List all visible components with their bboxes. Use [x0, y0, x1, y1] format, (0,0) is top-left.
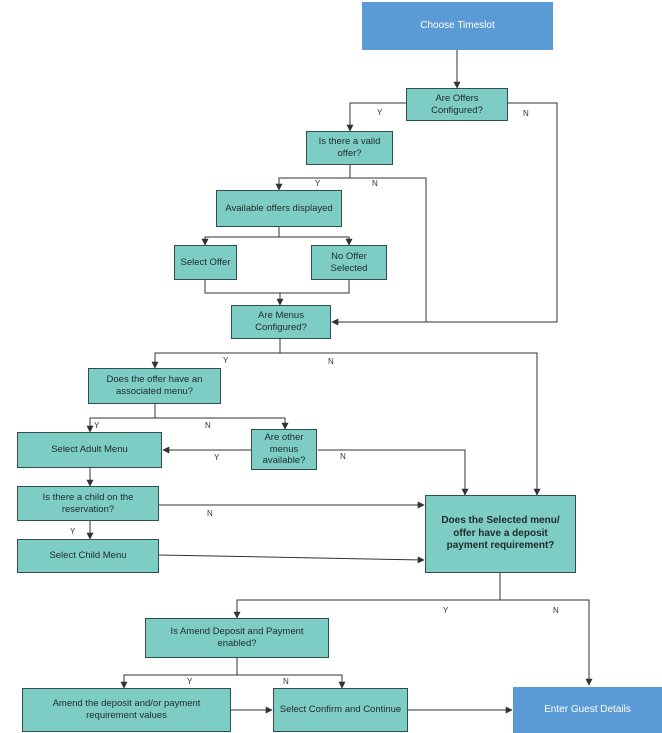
node-deposit-requirement: Does the Selected menu/ offer have a dep…	[425, 495, 576, 573]
label-child-yes: Y	[70, 527, 76, 536]
node-amend-deposit-enabled: Is Amend Deposit and Payment enabled?	[145, 618, 329, 658]
label-offers-yes: Y	[377, 108, 383, 117]
node-no-offer-selected: No Offer Selected	[311, 245, 387, 280]
connector-amend-no	[237, 674, 346, 689]
connector-deposit-yes	[233, 573, 501, 619]
node-select-adult-menu: Select Adult Menu	[17, 432, 162, 468]
label-child-no: N	[207, 509, 213, 518]
label-associated-yes: Y	[94, 421, 100, 430]
node-child-on-reservation: Is there a child on the reservation?	[17, 486, 159, 521]
node-are-offers-configured: Are Offers Configured?	[406, 88, 508, 121]
label-associated-no: N	[205, 421, 211, 430]
connector-nooffer-menus	[280, 280, 350, 294]
node-enter-guest-details: Enter Guest Details	[513, 687, 662, 733]
connector-valid-no	[350, 177, 427, 322]
connector-available-split	[201, 227, 280, 246]
label-other-yes: Y	[214, 453, 220, 462]
node-select-confirm: Select Confirm and Continue	[273, 688, 408, 732]
node-other-menus-available: Are other menus available?	[251, 429, 317, 470]
node-available-offers: Available offers displayed	[216, 190, 342, 227]
label-valid-no: N	[372, 179, 378, 188]
connector-associated-no	[155, 417, 289, 430]
connector-selectoffer-menus	[204, 280, 280, 294]
node-amend-values: Amend the deposit and/or payment require…	[22, 688, 231, 732]
connector-offers-yes	[346, 102, 406, 132]
node-offer-associated-menu: Does the offer have an associated menu?	[88, 368, 221, 404]
label-menus-no: N	[328, 357, 334, 366]
label-amend-yes: Y	[187, 677, 193, 686]
connector-amend-yes	[120, 658, 238, 689]
connector-valid-yes	[275, 165, 351, 191]
connector-menus-no	[280, 352, 541, 496]
connector-deposit-no	[500, 599, 593, 686]
label-amend-no: N	[283, 677, 289, 686]
label-offers-no: N	[523, 109, 529, 118]
connector-offers-no	[331, 102, 558, 326]
node-valid-offer: Is there a valid offer?	[306, 131, 393, 165]
label-menus-yes: Y	[223, 356, 229, 365]
connector-menus-yes	[151, 339, 281, 369]
node-are-menus-configured: Are Menus Configured?	[231, 305, 331, 339]
connector-other-no	[318, 449, 469, 496]
connector-available-nooffer	[279, 236, 353, 246]
node-select-child-menu: Select Child Menu	[17, 539, 159, 573]
node-select-offer: Select Offer	[174, 245, 237, 280]
label-valid-yes: Y	[315, 179, 321, 188]
connector-associated-yes	[86, 404, 156, 433]
connector-childmenu-deposit	[158, 554, 425, 564]
node-choose-timeslot: Choose Timeslot	[362, 2, 553, 50]
label-deposit-no: N	[553, 606, 559, 615]
label-other-no: N	[340, 452, 346, 461]
label-deposit-yes: Y	[443, 606, 449, 615]
